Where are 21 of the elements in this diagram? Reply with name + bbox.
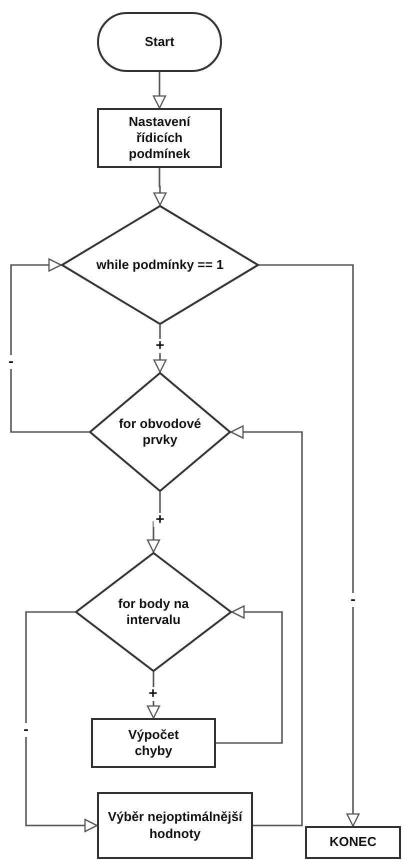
decision-diamond: while podmínky == 1 (61, 205, 259, 325)
arrow (259, 264, 360, 827)
process-box: Výpočet chyby (91, 718, 216, 768)
arrow (153, 168, 167, 206)
process-box: KONEC (305, 826, 401, 859)
edge-label: + (146, 687, 160, 701)
edge-label: - (22, 723, 30, 737)
edge-label: + (154, 513, 166, 527)
arrow (10, 258, 89, 433)
decision-diamond: for obvodové prvky (89, 372, 231, 492)
arrow (230, 425, 303, 826)
edge-label: + (154, 339, 166, 353)
edge-label: - (6, 355, 16, 369)
edge-label: - (348, 593, 358, 607)
arrow (216, 605, 283, 744)
process-box: Nastavení řídicích podmínek (97, 108, 222, 168)
arrow (25, 611, 98, 832)
decision-diamond: for body na intervalu (75, 552, 232, 672)
terminal-shape: Start (97, 12, 222, 72)
process-box: Výběr nejoptimálnější hodnoty (97, 792, 253, 859)
arrow (152, 72, 166, 109)
